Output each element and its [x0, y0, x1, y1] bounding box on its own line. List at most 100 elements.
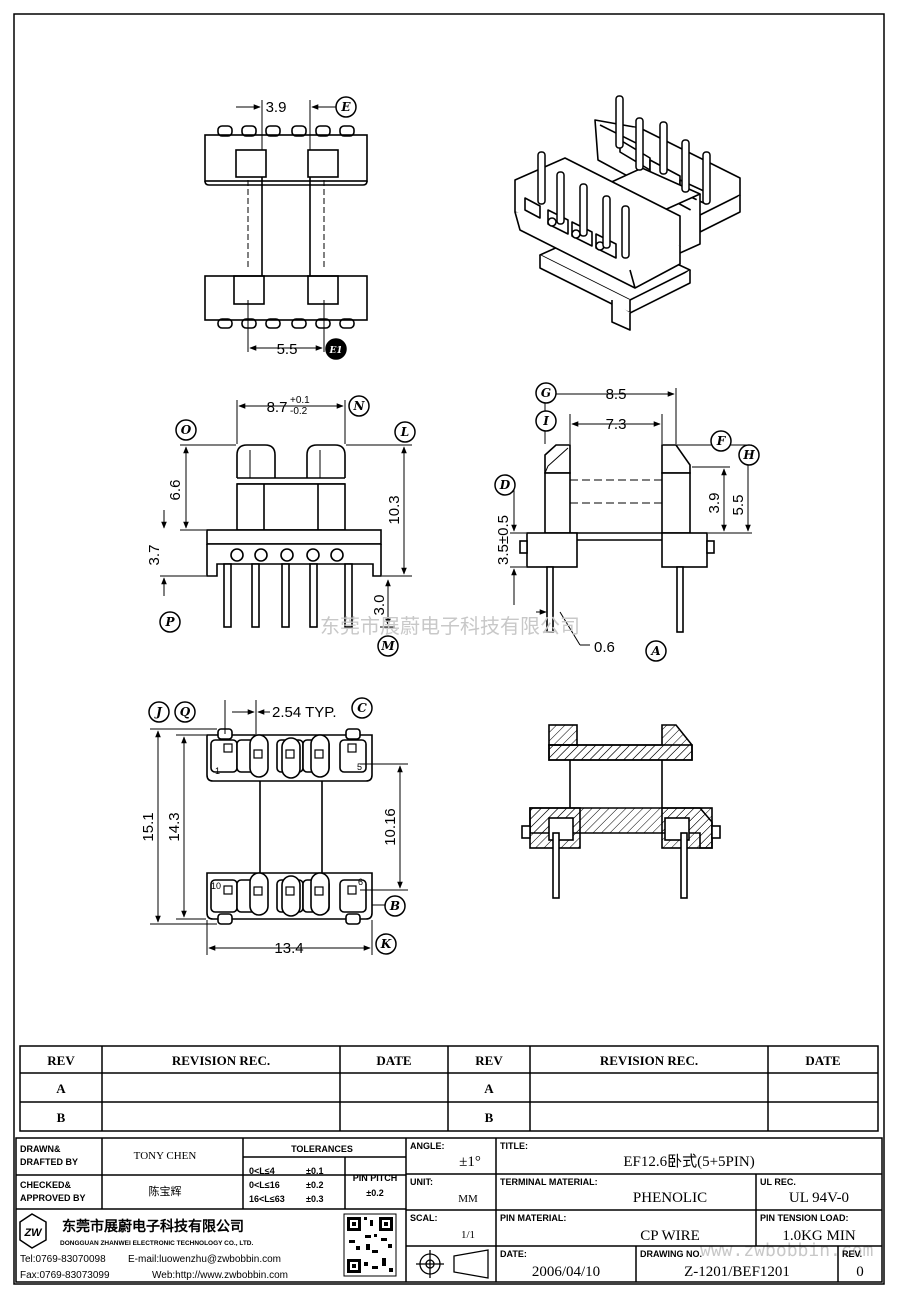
- tol-value-1: ±0.1: [306, 1166, 323, 1176]
- dim-side-5-5: 5.5: [730, 495, 747, 516]
- svg-text:Q: Q: [180, 705, 191, 719]
- callout-a: A: [645, 640, 667, 662]
- svg-text:L: L: [400, 425, 409, 439]
- rev-row-a-right: A: [484, 1081, 494, 1096]
- company-tel: Tel:0769-83070098: [20, 1254, 106, 1265]
- drawn-label-1: DRAWN&: [20, 1144, 61, 1154]
- callout-j: J: [148, 701, 170, 723]
- callout-i: I: [535, 410, 557, 432]
- rev-header-date-2: DATE: [805, 1053, 840, 1068]
- watermark-company: 东莞市展蔚电子科技有限公司: [320, 614, 580, 638]
- svg-text:D: D: [499, 478, 511, 492]
- company-fax: Fax:0769-83073099: [20, 1270, 110, 1281]
- pin-pitch-value: ±0.2: [366, 1188, 383, 1198]
- top-view-dims: [236, 100, 336, 352]
- qr-code-icon: [343, 1213, 397, 1277]
- bottom-view: [206, 728, 373, 925]
- callout-m: M: [377, 635, 399, 657]
- pin-label-5: 5: [357, 762, 362, 772]
- front-view: [206, 444, 382, 628]
- svg-text:E: E: [340, 100, 351, 114]
- svg-text:E1: E1: [328, 346, 342, 356]
- rev-header-rev-2: REV: [475, 1053, 503, 1068]
- unit-label: UNIT:: [410, 1177, 433, 1187]
- svg-text:A: A: [650, 644, 660, 658]
- date-value: 2006/04/10: [532, 1264, 600, 1280]
- dim-width-8-7: 8.7: [267, 399, 288, 416]
- rev-row-b-right: B: [485, 1110, 494, 1125]
- angle-label: ANGLE:: [410, 1141, 445, 1151]
- dim-side-8-5: 8.5: [606, 386, 627, 403]
- rev-header-date-1: DATE: [376, 1053, 411, 1068]
- tol-range-1: 0<L≤4: [249, 1166, 275, 1176]
- callout-p: P: [159, 611, 181, 633]
- tolerances-label: TOLERANCES: [291, 1144, 353, 1154]
- title-block-grid: [15, 1137, 883, 1283]
- dim-side-0-6: 0.6: [594, 639, 615, 656]
- dim-top-5-5: 5.5: [277, 341, 298, 358]
- svg-text:ZW: ZW: [23, 1227, 43, 1239]
- dim-front-3-0: 3.0: [371, 595, 388, 616]
- bottom-view-dims: [150, 700, 408, 955]
- svg-text:B: B: [389, 899, 400, 913]
- svg-text:C: C: [357, 701, 367, 715]
- title-label: TITLE:: [500, 1141, 528, 1151]
- callout-e1: E1: [325, 338, 347, 360]
- tol-range-2: 0<L≤16: [249, 1180, 280, 1190]
- tol-value-2: ±0.2: [306, 1180, 323, 1190]
- rev-value: 0: [856, 1264, 864, 1280]
- callout-b: B: [384, 895, 406, 917]
- dim-side-3-9: 3.9: [706, 493, 723, 514]
- callout-q: Q: [174, 701, 196, 723]
- drawing-no-value: Z-1201/BEF1201: [684, 1264, 790, 1280]
- scale-label: SCAL:: [410, 1213, 438, 1223]
- svg-text:M: M: [380, 639, 395, 653]
- company-name-en: DONGGUAN ZHANWEI ELECTRONIC TECHNOLOGY C…: [60, 1240, 254, 1247]
- drawn-value: TONY CHEN: [134, 1150, 197, 1162]
- rev-row-b-left: B: [57, 1110, 66, 1125]
- dim-front-10-3: 10.3: [386, 495, 403, 524]
- projection-symbol-icon: [416, 1249, 489, 1279]
- svg-text:O: O: [181, 423, 192, 437]
- dim-side-7-3: 7.3: [606, 416, 627, 433]
- revision-table: [19, 1045, 879, 1132]
- pin-material-label: PIN MATERIAL:: [500, 1213, 566, 1223]
- pin-material-value: CP WIRE: [640, 1228, 700, 1244]
- tol-range-3: 16<L≤63: [249, 1194, 285, 1204]
- pin-label-1: 1: [215, 766, 220, 776]
- side-view: [519, 444, 715, 633]
- svg-text:H: H: [742, 448, 755, 462]
- rev-label: REV.: [842, 1249, 862, 1259]
- svg-text:J: J: [154, 705, 163, 719]
- tol-value-3: ±0.3: [306, 1194, 323, 1204]
- scale-value: 1/1: [461, 1229, 475, 1241]
- dim-bottom-10-16: 10.16: [382, 808, 399, 846]
- company-web: Web:http://www.zwbobbin.com: [152, 1270, 288, 1281]
- terminal-material-value: PHENOLIC: [633, 1190, 707, 1206]
- drawing-border: [13, 13, 885, 1285]
- rev-header-rec-1: REVISION REC.: [172, 1053, 270, 1068]
- rev-header-rev-1: REV: [47, 1053, 75, 1068]
- date-label: DATE:: [500, 1249, 527, 1259]
- callout-k: K: [375, 933, 397, 955]
- checked-label-2: APPROVED BY: [20, 1193, 86, 1203]
- rev-row-a-left: A: [56, 1081, 66, 1096]
- dim-width-tol-plus: +0.1: [290, 395, 310, 406]
- dim-bottom-14-3: 14.3: [166, 812, 183, 841]
- terminal-material-label: TERMINAL MATERIAL:: [500, 1177, 598, 1187]
- dim-bottom-15-1: 15.1: [140, 812, 157, 841]
- dim-top-3-9: 3.9: [266, 99, 287, 116]
- svg-text:F: F: [716, 434, 727, 448]
- pin-label-6: 6: [358, 877, 363, 887]
- svg-text:N: N: [353, 399, 366, 413]
- section-view: [521, 724, 721, 899]
- pin-tension-value: 1.0KG MIN: [782, 1228, 855, 1244]
- callout-d: D: [494, 474, 516, 496]
- unit-value: MM: [458, 1193, 478, 1205]
- company-logo: ZW: [19, 1213, 47, 1249]
- rev-header-rec-2: REVISION REC.: [600, 1053, 698, 1068]
- callout-n: N: [348, 395, 370, 417]
- company-email: E-mail:luowenzhu@zwbobbin.com: [128, 1254, 281, 1265]
- dim-front-6-6: 6.6: [167, 480, 184, 501]
